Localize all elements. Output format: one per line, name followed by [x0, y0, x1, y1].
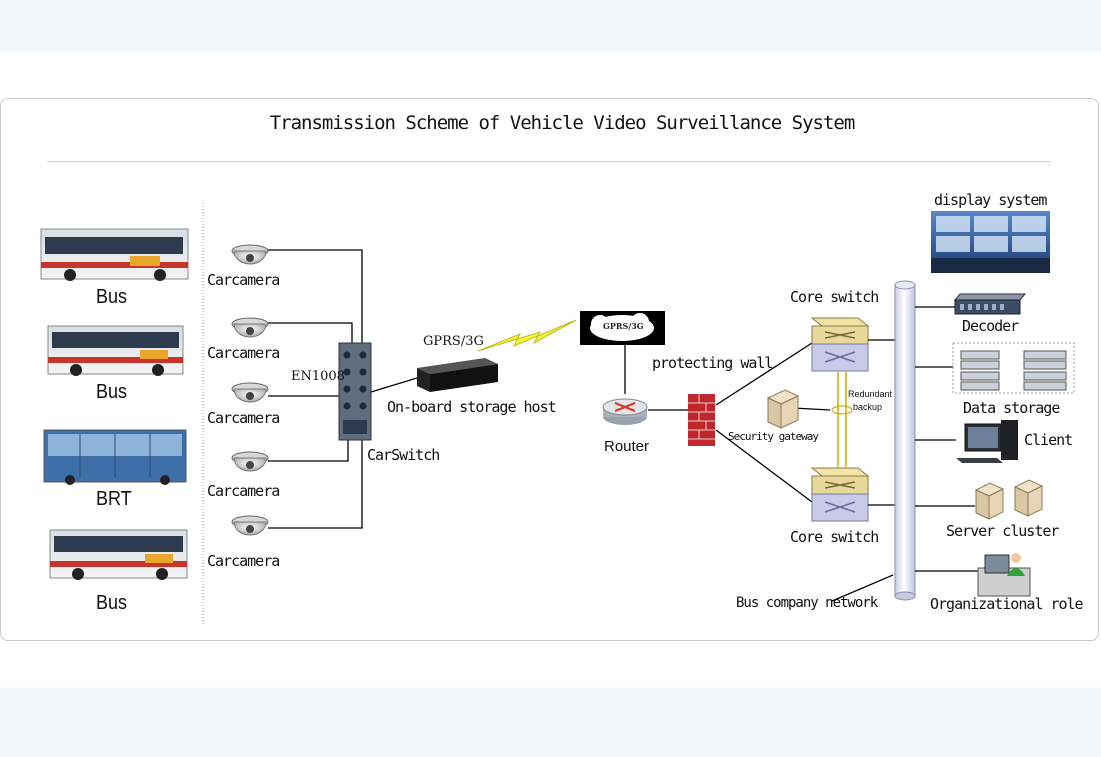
camera-icon-1	[231, 244, 269, 265]
redundant-label: backup	[853, 402, 883, 412]
camera-label: Carcamera	[207, 552, 280, 570]
data-storage-label: Data storage	[963, 399, 1060, 417]
vehicle-label: Bus	[96, 286, 128, 308]
core-switch-bottom-icon	[810, 467, 870, 522]
camera-label: Carcamera	[207, 271, 280, 289]
title-divider	[47, 161, 1051, 162]
display-system-label: display system	[934, 191, 1047, 209]
firewall-label: protecting wall	[652, 354, 773, 372]
wireless-link-icon	[477, 319, 577, 352]
brt-image	[43, 429, 187, 485]
core-switch-top-label: Core switch	[790, 288, 879, 306]
right-wiring	[915, 306, 978, 572]
bus-image-1	[40, 228, 189, 281]
camera-icon-4	[231, 451, 269, 472]
organizational-role-icon	[977, 553, 1031, 597]
security-gateway-label: Security gateway	[728, 430, 819, 443]
car-switch-label: CarSwitch	[367, 446, 440, 464]
camera-label: Carcamera	[207, 482, 280, 500]
decoder-icon	[953, 293, 1027, 315]
storage-host-device	[417, 358, 498, 392]
router-icon	[602, 398, 648, 425]
diagram-title: Transmission Scheme of Vehicle Video Sur…	[269, 112, 856, 134]
router-label: Router	[604, 438, 650, 455]
vehicle-label: Bus	[96, 381, 128, 403]
camera-label: Carcamera	[207, 344, 280, 362]
organizational-role-label: Organizational role	[930, 595, 1084, 613]
client-label: Client	[1024, 431, 1073, 449]
network-label: Bus company network	[736, 595, 878, 611]
car-switch-model: EN1008	[291, 369, 345, 384]
camera-icon-2	[231, 317, 269, 338]
decoder-label: Decoder	[962, 317, 1019, 335]
gprs-link-label: GPRS/3G	[423, 334, 484, 349]
vehicle-label: BRT	[96, 488, 132, 510]
cloud-icon	[580, 311, 665, 345]
network-bus-pipe	[894, 280, 916, 601]
bus-image-2	[47, 325, 184, 376]
cloud-label: GPRS/3G	[603, 321, 644, 331]
storage-host-label: On-board storage host	[387, 398, 557, 416]
firewall-icon	[688, 394, 715, 446]
vehicle-label: Bus	[96, 592, 128, 614]
server-cluster-label: Server cluster	[946, 522, 1059, 540]
data-storage-icon	[952, 342, 1075, 394]
client-computer-icon	[956, 420, 1018, 463]
core-switch-bottom-label: Core switch	[790, 528, 879, 546]
bottom-band	[0, 687, 1101, 757]
server-cluster-icon	[974, 479, 1044, 520]
redundant-label: Redundant	[848, 389, 893, 399]
camera-label: Carcamera	[207, 409, 280, 427]
bus-image-3	[49, 529, 188, 580]
camera-wiring	[268, 249, 418, 529]
redundant-link	[831, 371, 853, 468]
router-wiring	[624, 342, 831, 503]
camera-icon-3	[231, 382, 269, 403]
camera-icon-5	[231, 515, 269, 536]
car-switch-device	[338, 342, 372, 441]
display-wall-icon	[931, 211, 1050, 273]
top-band	[0, 0, 1101, 53]
security-gateway-icon	[766, 389, 800, 429]
core-switch-top-icon	[810, 317, 870, 372]
